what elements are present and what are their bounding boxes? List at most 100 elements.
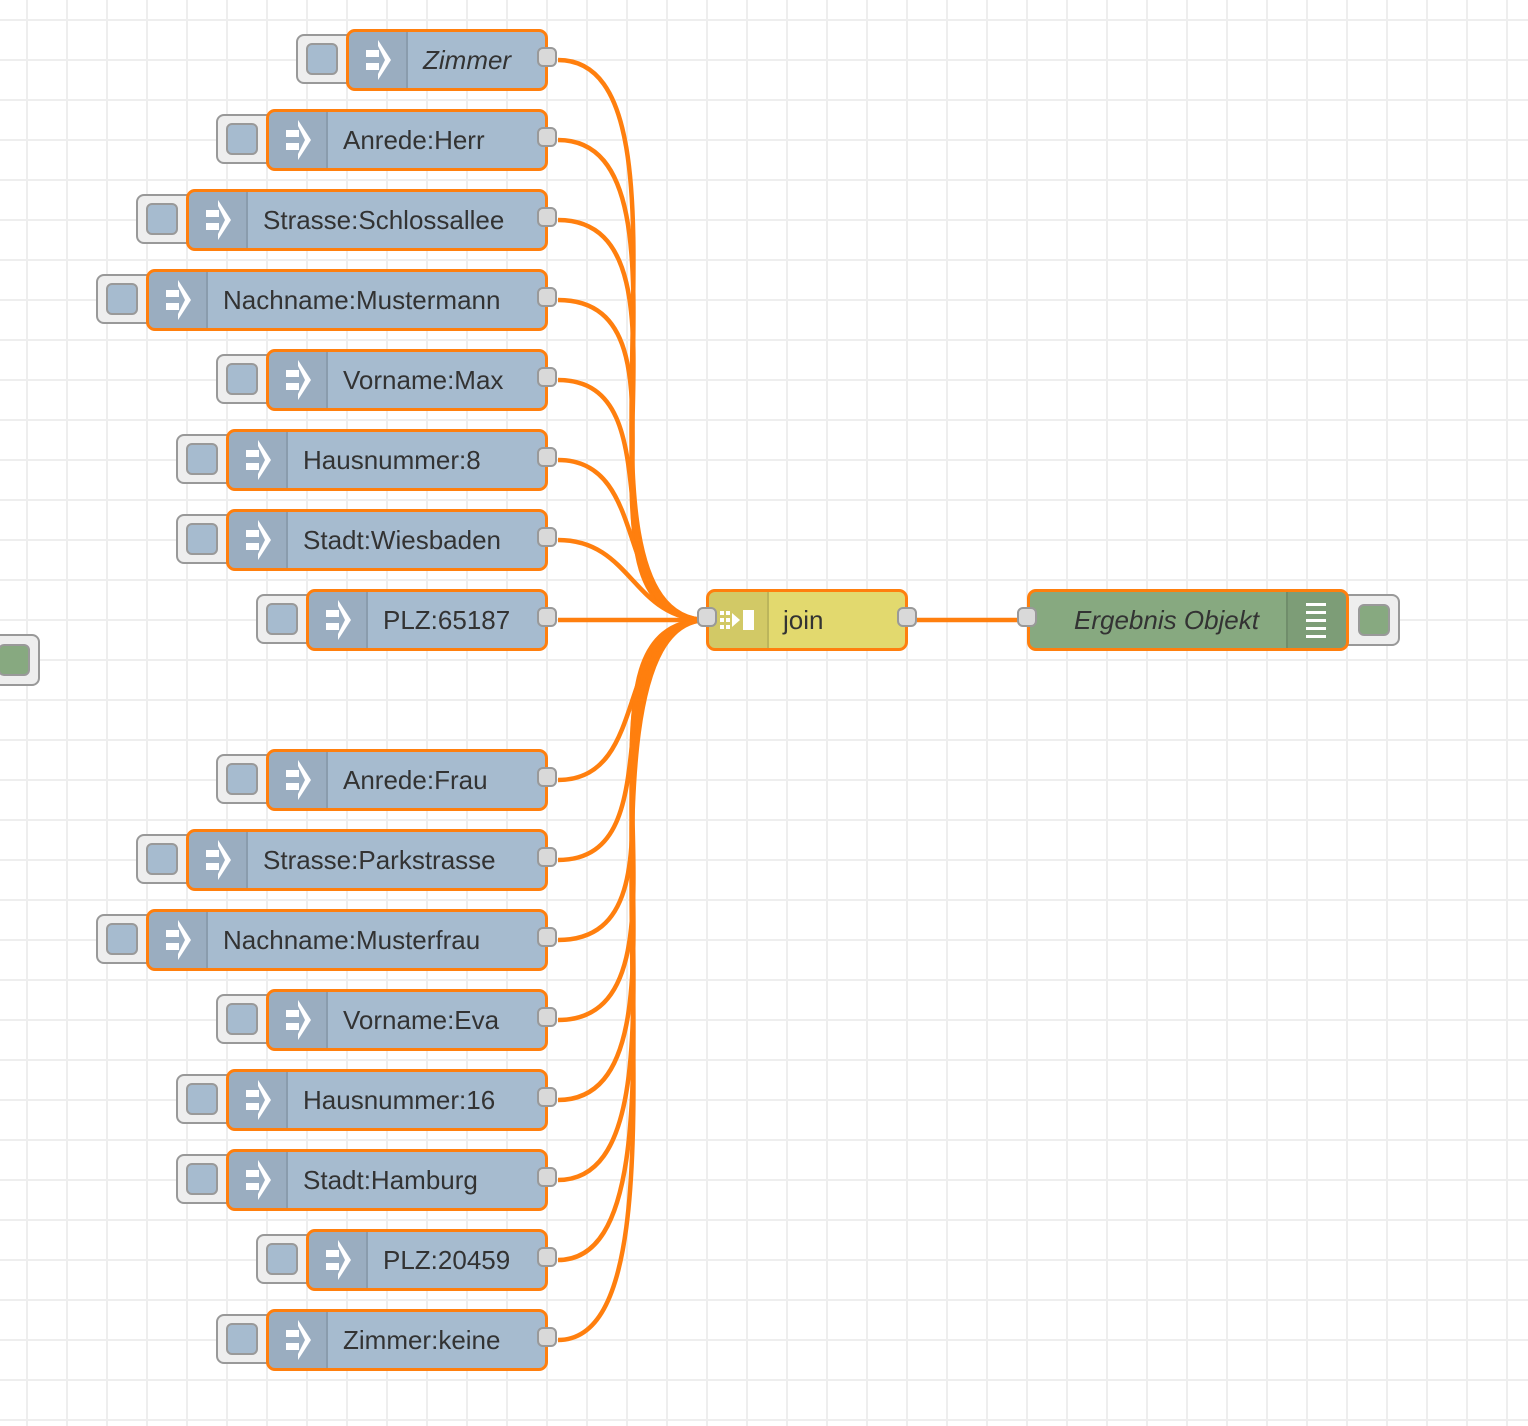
inject-icon-area (229, 1152, 288, 1208)
inject-node-wrap: Anrede:Herr (216, 109, 560, 171)
inject-output-port[interactable] (537, 447, 557, 467)
inject-node[interactable]: PLZ:65187 (306, 589, 548, 651)
inject-icon-area (229, 1072, 288, 1128)
inject-node[interactable]: Hausnummer:16 (226, 1069, 548, 1131)
inject-node-label: Stadt:Hamburg (303, 1164, 478, 1195)
join-node-wrap: join (697, 589, 917, 651)
inject-icon-area (269, 112, 328, 168)
inject-arrow-icon (325, 600, 351, 640)
inject-arrow-icon (285, 1320, 311, 1360)
inject-arrow-icon (205, 200, 231, 240)
inject-icon-area (309, 592, 368, 648)
debug-input-port[interactable] (1017, 607, 1037, 627)
inject-node[interactable]: Vorname:Max (266, 349, 548, 411)
inject-output-port[interactable] (537, 847, 557, 867)
inject-trigger-square (226, 763, 258, 795)
inject-node[interactable]: Nachname:Musterfrau (146, 909, 548, 971)
inject-output-port[interactable] (537, 1327, 557, 1347)
inject-trigger-square (226, 1323, 258, 1355)
inject-output-port[interactable] (537, 527, 557, 547)
inject-output-port[interactable] (537, 1087, 557, 1107)
inject-icon-area (189, 832, 248, 888)
inject-output-port[interactable] (537, 1167, 557, 1187)
wire-inject-to-join[interactable] (557, 617, 708, 1343)
inject-node[interactable]: Zimmer:keine (266, 1309, 548, 1371)
inject-node-label: Anrede:Frau (343, 764, 488, 795)
inject-node-wrap: Anrede:Frau (216, 749, 560, 811)
inject-node-label: Anrede:Herr (343, 124, 485, 155)
inject-trigger-square (186, 1083, 218, 1115)
inject-node-wrap: Strasse:Parkstrasse (136, 829, 560, 891)
inject-node-wrap: PLZ:65187 (256, 589, 560, 651)
inject-arrow-icon (365, 40, 391, 80)
inject-node[interactable]: Nachname:Mustermann (146, 269, 548, 331)
inject-icon-area (229, 512, 288, 568)
inject-node-label: Vorname:Max (343, 364, 504, 395)
join-input-port[interactable] (697, 607, 717, 627)
inject-node[interactable]: Strasse:Parkstrasse (186, 829, 548, 891)
inject-node-wrap: Vorname:Max (216, 349, 560, 411)
inject-trigger-square (186, 443, 218, 475)
inject-node[interactable]: Vorname:Eva (266, 989, 548, 1051)
inject-arrow-icon (245, 1160, 271, 1200)
inject-trigger-square (186, 523, 218, 555)
inject-node-wrap: Hausnummer:16 (176, 1069, 560, 1131)
inject-arrow-icon (285, 120, 311, 160)
inject-output-port[interactable] (537, 767, 557, 787)
inject-node-label: Hausnummer:16 (303, 1084, 496, 1115)
inject-icon-area (269, 752, 328, 808)
inject-node[interactable]: Stadt:Hamburg (226, 1149, 548, 1211)
debug-toggle-button-partial[interactable] (0, 634, 40, 686)
inject-node[interactable]: PLZ:20459 (306, 1229, 548, 1291)
inject-node-wrap: Strasse:Schlossallee (136, 189, 560, 251)
inject-icon-area (269, 352, 328, 408)
inject-trigger-square (146, 843, 178, 875)
inject-node[interactable]: Hausnummer:8 (226, 429, 548, 491)
inject-output-port[interactable] (537, 207, 557, 227)
inject-icon-area (229, 432, 288, 488)
inject-trigger-square (226, 1003, 258, 1035)
inject-arrow-icon (285, 760, 311, 800)
inject-trigger-square (306, 43, 338, 75)
join-node[interactable]: join (706, 589, 908, 651)
debug-node-label: Ergebnis Objekt (1074, 604, 1259, 635)
inject-arrow-icon (165, 920, 191, 960)
inject-node[interactable]: Anrede:Frau (266, 749, 548, 811)
inject-node[interactable]: Strasse:Schlossallee (186, 189, 548, 251)
inject-node-wrap: Nachname:Musterfrau (96, 909, 560, 971)
inject-node-wrap: Zimmer (296, 29, 560, 91)
join-output-port[interactable] (897, 607, 917, 627)
debug-icon-area (1286, 592, 1346, 648)
inject-output-port[interactable] (537, 367, 557, 387)
inject-trigger-button[interactable] (296, 34, 366, 84)
inject-node[interactable]: Anrede:Herr (266, 109, 548, 171)
join-icon-area (709, 592, 769, 648)
inject-output-port[interactable] (537, 47, 557, 67)
inject-icon-area (189, 192, 248, 248)
inject-output-port[interactable] (537, 127, 557, 147)
inject-trigger-square (106, 283, 138, 315)
inject-output-port[interactable] (537, 927, 557, 947)
inject-icon-area (149, 272, 208, 328)
inject-node-label: Zimmer:keine (343, 1324, 501, 1355)
inject-icon-area (149, 912, 208, 968)
debug-node[interactable]: Ergebnis Objekt (1027, 589, 1349, 651)
inject-output-port[interactable] (537, 607, 557, 627)
debug-list-icon (1306, 603, 1326, 638)
inject-node-label: Nachname:Mustermann (223, 284, 501, 315)
inject-trigger-square (226, 363, 258, 395)
inject-node[interactable]: Zimmer (346, 29, 548, 91)
inject-output-port[interactable] (537, 1247, 557, 1267)
wire-inject-to-join[interactable] (557, 537, 708, 623)
inject-node[interactable]: Stadt:Wiesbaden (226, 509, 548, 571)
inject-output-port[interactable] (537, 1007, 557, 1027)
inject-arrow-icon (285, 1000, 311, 1040)
inject-output-port[interactable] (537, 287, 557, 307)
join-icon (720, 610, 754, 630)
inject-icon-area (269, 1312, 328, 1368)
inject-trigger-square (186, 1163, 218, 1195)
debug-node-wrap: Ergebnis Objekt (1017, 589, 1401, 651)
inject-node-label: Hausnummer:8 (303, 444, 481, 475)
debug-toggle-square (1358, 604, 1390, 636)
